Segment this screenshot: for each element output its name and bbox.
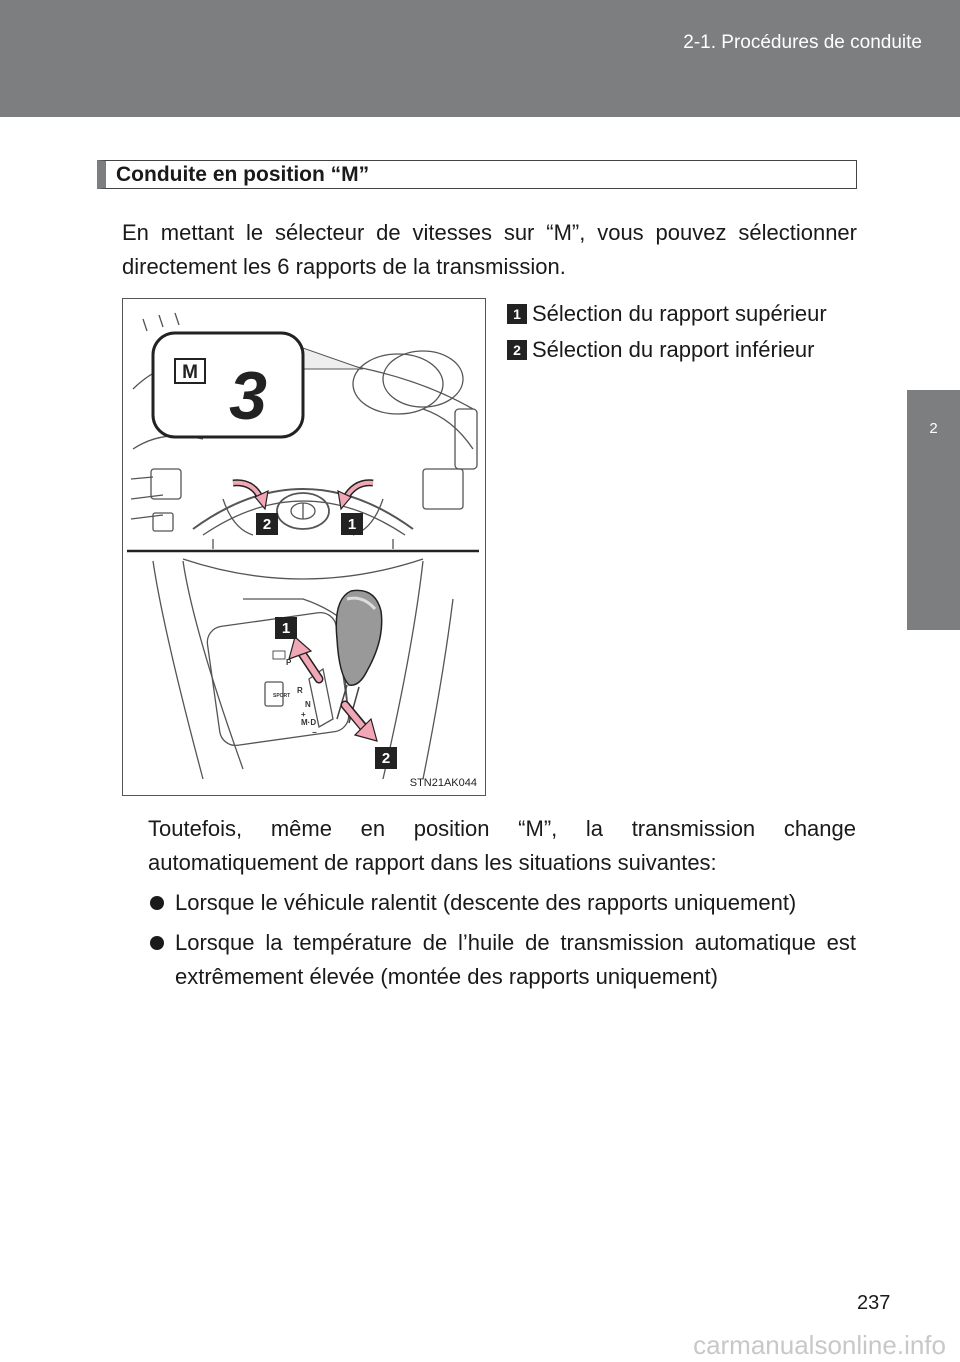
section-heading: Conduite en position “M” bbox=[97, 160, 857, 189]
intro-paragraph: En mettant le sélecteur de vitesses sur … bbox=[122, 220, 857, 279]
paddle-badge-1: 1 bbox=[341, 513, 363, 535]
shift-knob bbox=[335, 589, 383, 686]
body-paragraph: Toutefois, même en position “M”, la tran… bbox=[148, 816, 856, 875]
shift-illustration: M 3 P SPORT R N + M·D − bbox=[122, 298, 486, 796]
paddle-badge-2: 2 bbox=[256, 513, 278, 535]
list-item: Lorsque le véhicule ralentit (descente d… bbox=[150, 886, 856, 920]
chapter-label: Au volant bbox=[16, 505, 35, 576]
sport-button-label: SPORT bbox=[273, 693, 290, 699]
legend-label-2: Sélection du rapport inférieur bbox=[532, 337, 815, 362]
figure-legend: 1 Sélection du rapport supérieur 2 Sélec… bbox=[507, 296, 867, 368]
list-item-text: Lorsque le véhicule ralentit (descente d… bbox=[175, 890, 797, 915]
chapter-number: 2 bbox=[929, 420, 938, 437]
lever-badge-2: 2 bbox=[375, 747, 397, 769]
legend-label-1: Sélection du rapport supérieur bbox=[532, 301, 827, 326]
figure-code: STN21AK044 bbox=[409, 777, 477, 789]
display-mode-letter: M bbox=[182, 362, 198, 383]
page-number: 237 bbox=[857, 1292, 891, 1314]
condition-list: Lorsque le véhicule ralentit (descente d… bbox=[150, 886, 856, 1000]
gate-plus-label: + bbox=[301, 710, 306, 719]
chapter-tab: 2 bbox=[907, 390, 960, 630]
list-item: Lorsque la température de l’huile de tra… bbox=[150, 926, 856, 994]
bullet-dot-icon bbox=[150, 936, 164, 950]
display-gear-digit: 3 bbox=[229, 358, 267, 434]
downshift-lever-arrow bbox=[342, 702, 366, 730]
illustration-drawing: M 3 P SPORT R N + M·D − bbox=[127, 312, 479, 780]
section-breadcrumb: 2-1. Procédures de conduite bbox=[683, 32, 922, 53]
legend-item-upshift: 1 Sélection du rapport supérieur bbox=[507, 296, 867, 332]
watermark: carmanualsonline.info bbox=[693, 1330, 946, 1360]
header-band: 2-1. Procédures de conduite bbox=[0, 0, 960, 117]
upshift-lever-arrow bbox=[298, 649, 322, 682]
gate-minus-label: − bbox=[312, 728, 317, 737]
gate-r-label: R bbox=[297, 686, 303, 695]
gate-n-label: N bbox=[305, 700, 311, 709]
legend-badge-1: 1 bbox=[507, 304, 527, 324]
gate-md-label: M·D bbox=[301, 718, 316, 727]
legend-item-downshift: 2 Sélection du rapport inférieur bbox=[507, 332, 867, 368]
gear-display-callout bbox=[151, 331, 305, 439]
gate-p-label: P bbox=[286, 658, 292, 667]
legend-badge-2: 2 bbox=[507, 340, 527, 360]
lever-badge-1: 1 bbox=[275, 617, 297, 639]
list-item-text: Lorsque la température de l’huile de tra… bbox=[175, 930, 856, 989]
bullet-dot-icon bbox=[150, 896, 164, 910]
